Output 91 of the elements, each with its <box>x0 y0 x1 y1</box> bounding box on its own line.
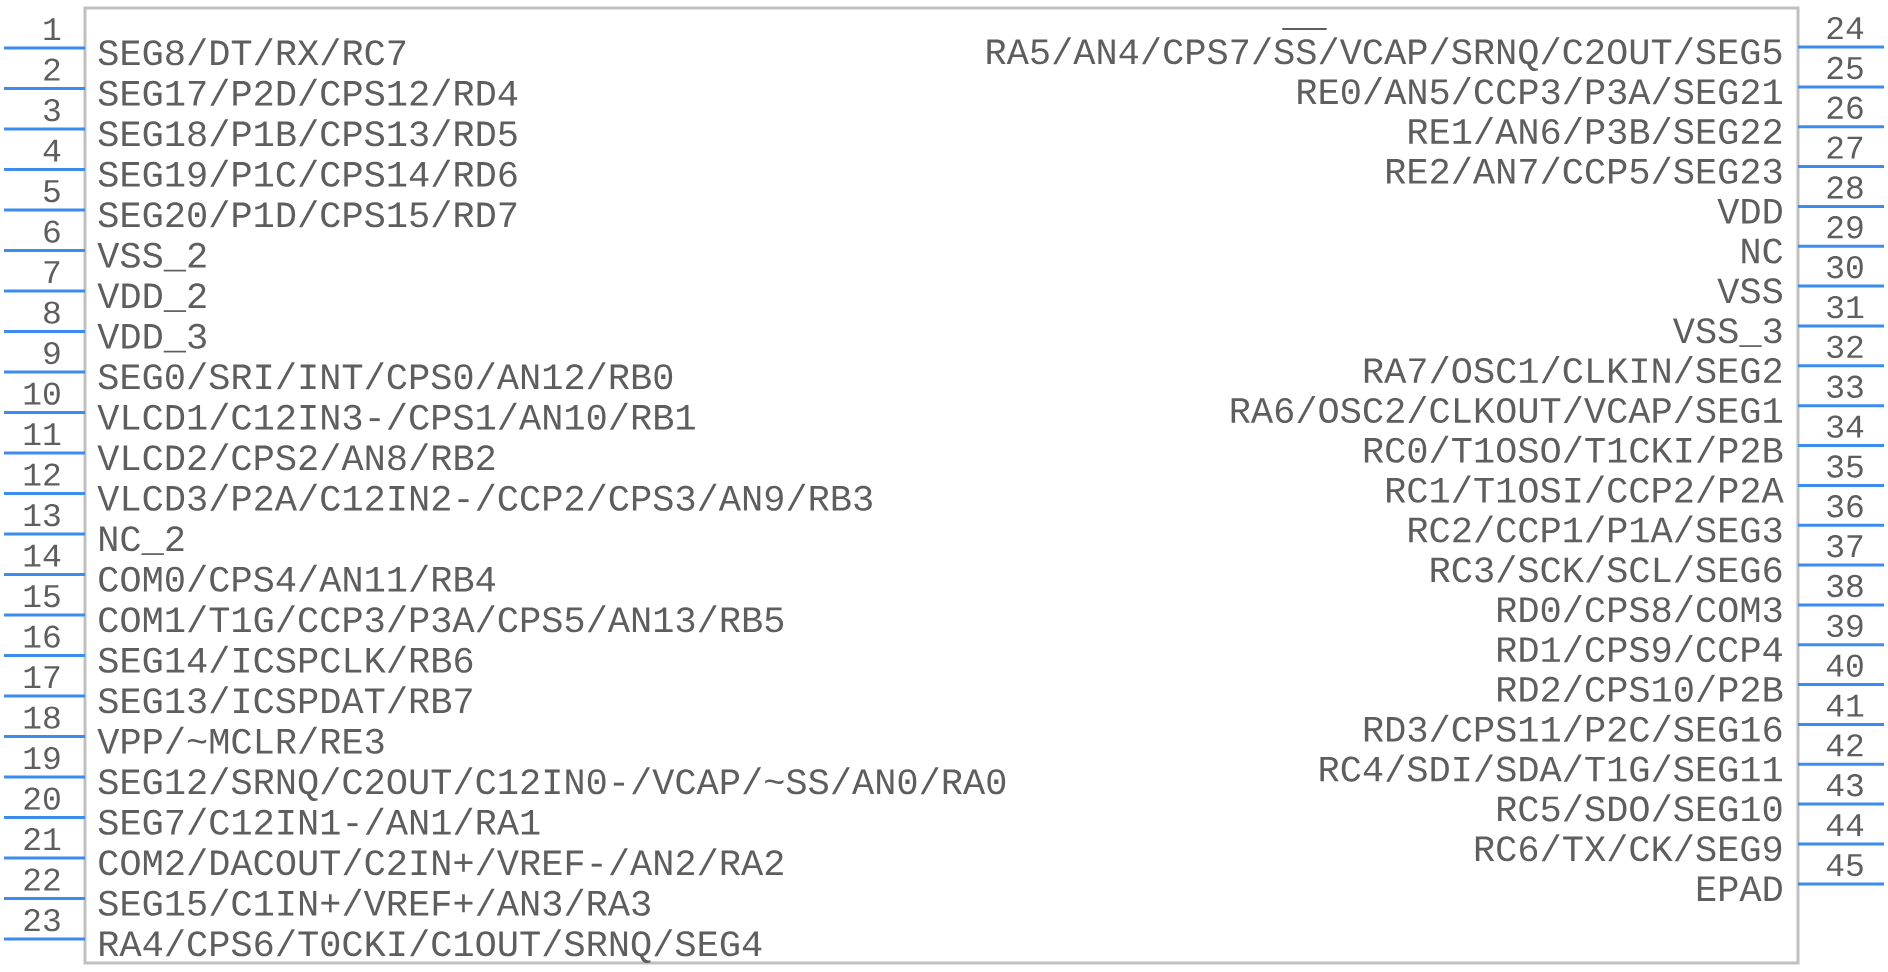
pin-name: VDD_2 <box>97 283 206 312</box>
pin-number: 31 <box>1827 295 1864 319</box>
pin-number: 1 <box>44 18 61 40</box>
pin-name: RD3/CPS11/P2C/SEG16 <box>1364 714 1782 742</box>
pin-name: RC4/SDI/SDA/T1G/SEG11 <box>1320 754 1782 782</box>
pin-number: 26 <box>1827 96 1863 119</box>
pin-name: RC1/T1OSI/CCP2/P2A <box>1387 475 1784 503</box>
pin-name: RD0/CPS8/COM3 <box>1498 595 1782 623</box>
pin-name: SEG14/ICSPCLK/RB6 <box>98 645 473 673</box>
pin-number: 14 <box>24 544 61 567</box>
pin-number: 35 <box>1827 455 1863 478</box>
pin-name: SEG8/DT/RX/RC7 <box>98 38 406 66</box>
pin-number: 6 <box>44 220 60 243</box>
pin-number: 40 <box>1826 654 1863 677</box>
pin-number: 28 <box>1827 176 1863 199</box>
pin-name: RC5/SDO/SEG10 <box>1498 794 1782 822</box>
pin-number: 23 <box>24 908 60 932</box>
pin-name: SEG7/C12IN1-/AN1/RA1 <box>98 807 540 835</box>
pin-number: 22 <box>24 868 60 891</box>
pin-name: SEG13/ICSPDAT/RB7 <box>98 686 472 714</box>
pin-number: 25 <box>1827 56 1863 80</box>
pin-name: RE0/AN5/CCP3/P3A/SEG21 <box>1298 77 1782 105</box>
pin-number: 21 <box>24 827 61 850</box>
pin-number: 2 <box>44 58 60 81</box>
pin-name: RD1/CPS9/CCP4 <box>1498 635 1782 663</box>
pin-name: RC2/CCP1/P1A/SEG3 <box>1409 515 1782 543</box>
pin-number: 8 <box>44 301 60 324</box>
pin-name: VPP/~MCLR/RE3 <box>97 726 384 754</box>
pin-number: 3 <box>44 98 60 122</box>
pin-name: SEG18/P1B/CPS13/RD5 <box>98 119 517 147</box>
pin-name: RD2/CPS10/P2B <box>1498 674 1783 702</box>
pin-number: 44 <box>1826 814 1864 836</box>
pin-number: 37 <box>1827 535 1863 558</box>
pin-name: RC0/T1OSO/T1CKI/P2B <box>1364 435 1783 463</box>
pin-name: SEG0/SRI/INT/CPS0/AN12/RB0 <box>98 362 673 390</box>
pin-number: 20 <box>24 787 60 810</box>
pin-number: 38 <box>1827 574 1863 598</box>
pin-name: RE2/AN7/CCP5/SEG23 <box>1387 156 1782 184</box>
pin-number: 43 <box>1826 774 1863 797</box>
pin-number: 10 <box>24 382 60 405</box>
pin-name: RA5/AN4/CPS7/SS/VCAP/SRNQ/C2OUT/SEG5 <box>987 37 1782 71</box>
pin-number: 15 <box>24 585 60 608</box>
pin-number: 12 <box>24 463 60 486</box>
chip-body <box>83 6 1800 965</box>
pin-number: 13 <box>24 503 60 527</box>
pin-name: VDD_3 <box>97 323 206 353</box>
pin-name: COM0/CPS4/AN11/RB4 <box>99 564 495 592</box>
pin-number: 7 <box>44 261 60 283</box>
pin-name: SEG20/P1D/CPS15/RD7 <box>98 200 517 228</box>
pin-number: 16 <box>24 625 60 648</box>
pin-number: 29 <box>1827 216 1863 239</box>
pin-number: 41 <box>1826 694 1864 717</box>
pin-name: VLCD3/P2A/C12IN2-/CCP2/CPS3/AN9/RB3 <box>97 483 872 511</box>
pin-name: SEG17/P2D/CPS12/RD4 <box>98 78 518 106</box>
pin-number: 5 <box>44 180 60 203</box>
pin-name: RA7/OSC1/CLKIN/SEG2 <box>1364 356 1782 384</box>
pin-number: 39 <box>1827 614 1863 638</box>
pin-name: EPAD <box>1697 876 1782 901</box>
pin-name: RA4/CPS6/T0CKI/C1OUT/SRNQ/SEG4 <box>100 929 762 963</box>
pin-number: 18 <box>24 706 60 729</box>
pin-number: 33 <box>1827 375 1863 398</box>
pin-name: VLCD2/CPS2/AN8/RB2 <box>97 443 495 471</box>
pin-name: VLCD1/C12IN3-/CPS1/AN10/RB1 <box>97 402 695 430</box>
pin-name: NC_2 <box>100 526 184 555</box>
pin-name: VSS_2 <box>97 242 206 272</box>
pin-number: 36 <box>1827 495 1863 518</box>
pin-number: 9 <box>44 341 60 365</box>
pin-name: VSS <box>1717 278 1782 304</box>
pin-number: 11 <box>24 423 61 445</box>
pin-name: VDD <box>1717 199 1782 224</box>
pin-name: VSS_3 <box>1673 318 1782 347</box>
pin-name: SEG15/C1IN+/VREF+/AN3/RA3 <box>98 888 650 916</box>
pin-number: 4 <box>43 139 61 162</box>
pin-number: 42 <box>1826 734 1863 757</box>
pin-number: 24 <box>1827 16 1864 39</box>
pin-name: NC <box>1742 238 1783 264</box>
pin-number: 19 <box>24 746 60 770</box>
pin-name: COM2/DACOUT/C2IN+/VREF-/AN2/RA2 <box>99 848 783 876</box>
pin-name: RC6/TX/CK/SEG9 <box>1475 834 1782 862</box>
pin-name: RA6/OSC2/CLKOUT/VCAP/SEG1 <box>1231 395 1782 424</box>
pin-name: COM1/T1G/CCP3/P3A/CPS5/AN13/RB5 <box>99 605 784 633</box>
pin-name: RC3/SCK/SCL/SEG6 <box>1431 555 1782 583</box>
pin-number: 17 <box>24 666 60 688</box>
pin-name: SEG19/P1C/CPS14/RD6 <box>98 159 517 187</box>
pin-number: 34 <box>1827 415 1864 438</box>
pin-number: 32 <box>1827 335 1863 359</box>
pin-number: 45 <box>1826 854 1863 877</box>
pin-name: SEG12/SRNQ/C2OUT/C12IN0-/VCAP/~SS/AN0/RA0 <box>98 767 1006 801</box>
pin-number: 27 <box>1827 136 1863 159</box>
pin-name: RE1/AN6/P3B/SEG22 <box>1409 116 1782 145</box>
pin-number: 30 <box>1827 256 1863 279</box>
